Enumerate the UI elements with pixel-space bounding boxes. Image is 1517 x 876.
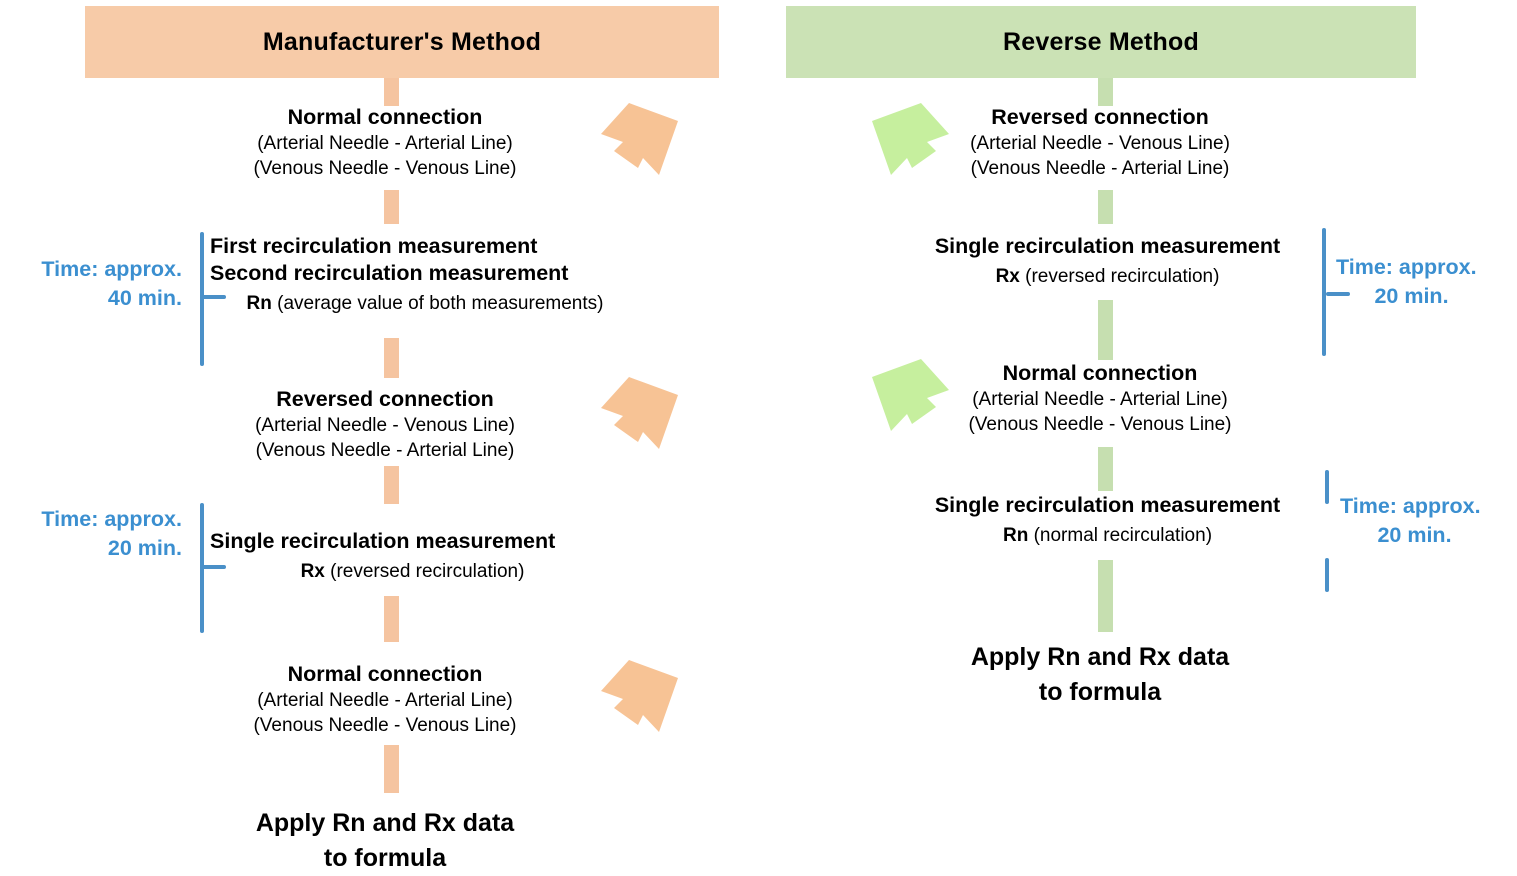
time-bracket-left-1	[200, 232, 230, 366]
bent-arrow-right-icon-2	[872, 359, 949, 431]
node-left-normal-connection-2: Normal connection (Arterial Needle - Art…	[190, 661, 580, 738]
node-subline-2: (Venous Needle - Venous Line)	[253, 158, 517, 179]
time-label-line-2: 20 min.	[1377, 523, 1452, 547]
node-title: Single recirculation measurement	[934, 234, 1281, 258]
time-bracket-right-2-top	[1325, 470, 1351, 504]
time-label-left-2: Time: approx. 20 min.	[0, 505, 182, 563]
node-left-recirculation-measurements: First recirculation measurement Second r…	[210, 233, 640, 316]
node-right-single-recirculation-rn: Single recirculation measurement Rn (nor…	[900, 492, 1315, 548]
connector-right-1	[1098, 190, 1113, 224]
node-subline-rn: Rn (average value of both measurements)	[210, 287, 640, 316]
node-title: Reversed connection	[991, 105, 1209, 129]
node-title: Normal connection	[1002, 361, 1198, 385]
time-label-line-1: Time: approx.	[41, 257, 182, 281]
node-sub-rest: (normal recirculation)	[1028, 525, 1213, 546]
bracket-tick	[200, 565, 226, 569]
node-title: Normal connection	[287, 662, 483, 686]
time-label-left-1: Time: approx. 40 min.	[0, 255, 182, 313]
time-label-right-2: Time: approx. 20 min.	[1340, 492, 1517, 550]
node-title-2: Second recirculation measurement	[210, 261, 569, 285]
node-sub-rest: (average value of both measurements)	[271, 293, 604, 314]
bracket-tick	[1326, 292, 1350, 296]
node-sub-rest: (reversed recirculation)	[324, 561, 525, 582]
node-left-apply-formula: Apply Rn and Rx data to formula	[190, 806, 580, 876]
bracket-spine-bottom	[1325, 558, 1329, 592]
bracket-tick	[200, 295, 226, 299]
node-right-normal-connection: Normal connection (Arterial Needle - Art…	[905, 360, 1295, 437]
node-left-normal-connection-1: Normal connection (Arterial Needle - Art…	[190, 104, 580, 181]
column-header-label: Reverse Method	[1003, 27, 1199, 56]
node-subline-1: (Arterial Needle - Arterial Line)	[257, 690, 513, 711]
node-subline-2: (Venous Needle - Venous Line)	[968, 414, 1232, 435]
time-label-line-2: 40 min.	[107, 286, 182, 310]
node-subline-rx: Rx (reversed recirculation)	[900, 260, 1315, 289]
node-sub-bold: Rx	[300, 561, 325, 582]
time-bracket-left-2	[200, 503, 230, 633]
connector-left-0	[384, 78, 399, 106]
result-line-2: to formula	[323, 844, 447, 872]
node-title: Reversed connection	[276, 387, 494, 411]
connector-right-2	[1098, 300, 1113, 360]
node-subline-rn: Rn (normal recirculation)	[900, 519, 1315, 548]
node-subline-rx: Rx (reversed recirculation)	[210, 555, 615, 584]
node-subline-1: (Arterial Needle - Venous Line)	[970, 133, 1230, 154]
node-title: Single recirculation measurement	[934, 493, 1281, 517]
connector-right-4	[1098, 560, 1113, 632]
node-sub-rest: (reversed recirculation)	[1019, 266, 1220, 287]
node-subline-2: (Venous Needle - Arterial Line)	[970, 158, 1230, 179]
connector-left-3	[384, 466, 399, 504]
bent-arrow-right-icon-1	[872, 103, 949, 175]
bracket-spine	[1322, 228, 1326, 356]
result-line-1: Apply Rn and Rx data	[970, 643, 1230, 671]
node-title: Normal connection	[287, 105, 483, 129]
node-title: First recirculation measurement	[210, 234, 538, 258]
node-right-apply-formula: Apply Rn and Rx data to formula	[905, 640, 1295, 710]
time-bracket-right-2-bottom	[1325, 558, 1351, 592]
node-subline-2: (Venous Needle - Venous Line)	[253, 715, 517, 736]
connector-left-2	[384, 338, 399, 378]
column-header-label: Manufacturer's Method	[262, 27, 542, 56]
bracket-spine-top	[1325, 470, 1329, 504]
node-subline-1: (Arterial Needle - Venous Line)	[255, 415, 515, 436]
time-label-line-1: Time: approx.	[1340, 494, 1481, 518]
node-sub-bold: Rx	[995, 266, 1020, 287]
node-subline-2: (Venous Needle - Arterial Line)	[255, 440, 515, 461]
time-label-line-1: Time: approx.	[41, 507, 182, 531]
connector-left-4	[384, 596, 399, 642]
node-right-reversed-connection: Reversed connection (Arterial Needle - V…	[905, 104, 1295, 181]
bracket-spine	[200, 232, 204, 366]
time-bracket-right-1	[1322, 228, 1352, 356]
node-sub-bold: Rn	[246, 293, 272, 314]
node-subline-1: (Arterial Needle - Arterial Line)	[257, 133, 513, 154]
time-label-line-2: 20 min.	[1374, 284, 1449, 308]
time-label-right-1: Time: approx. 20 min.	[1336, 253, 1517, 311]
time-label-line-1: Time: approx.	[1336, 255, 1477, 279]
bent-arrow-left-icon-3	[601, 660, 678, 732]
time-label-line-2: 20 min.	[107, 536, 182, 560]
bent-arrow-left-icon-1	[601, 103, 678, 175]
connector-right-3	[1098, 447, 1113, 491]
node-left-single-recirculation-rx: Single recirculation measurement Rx (rev…	[210, 528, 615, 584]
connector-left-1	[384, 190, 399, 224]
node-left-reversed-connection: Reversed connection (Arterial Needle - V…	[190, 386, 580, 463]
connector-right-0	[1098, 78, 1113, 106]
node-right-single-recirculation-rx: Single recirculation measurement Rx (rev…	[900, 233, 1315, 289]
result-line-2: to formula	[1038, 678, 1162, 706]
node-title: Single recirculation measurement	[210, 529, 556, 553]
column-header-manufacturers-method: Manufacturer's Method	[85, 6, 719, 78]
node-sub-bold: Rn	[1002, 525, 1029, 546]
column-header-reverse-method: Reverse Method	[786, 6, 1416, 78]
result-line-1: Apply Rn and Rx data	[255, 809, 515, 837]
node-subline-1: (Arterial Needle - Arterial Line)	[972, 389, 1228, 410]
connector-left-5	[384, 745, 399, 793]
bent-arrow-left-icon-2	[601, 377, 678, 449]
